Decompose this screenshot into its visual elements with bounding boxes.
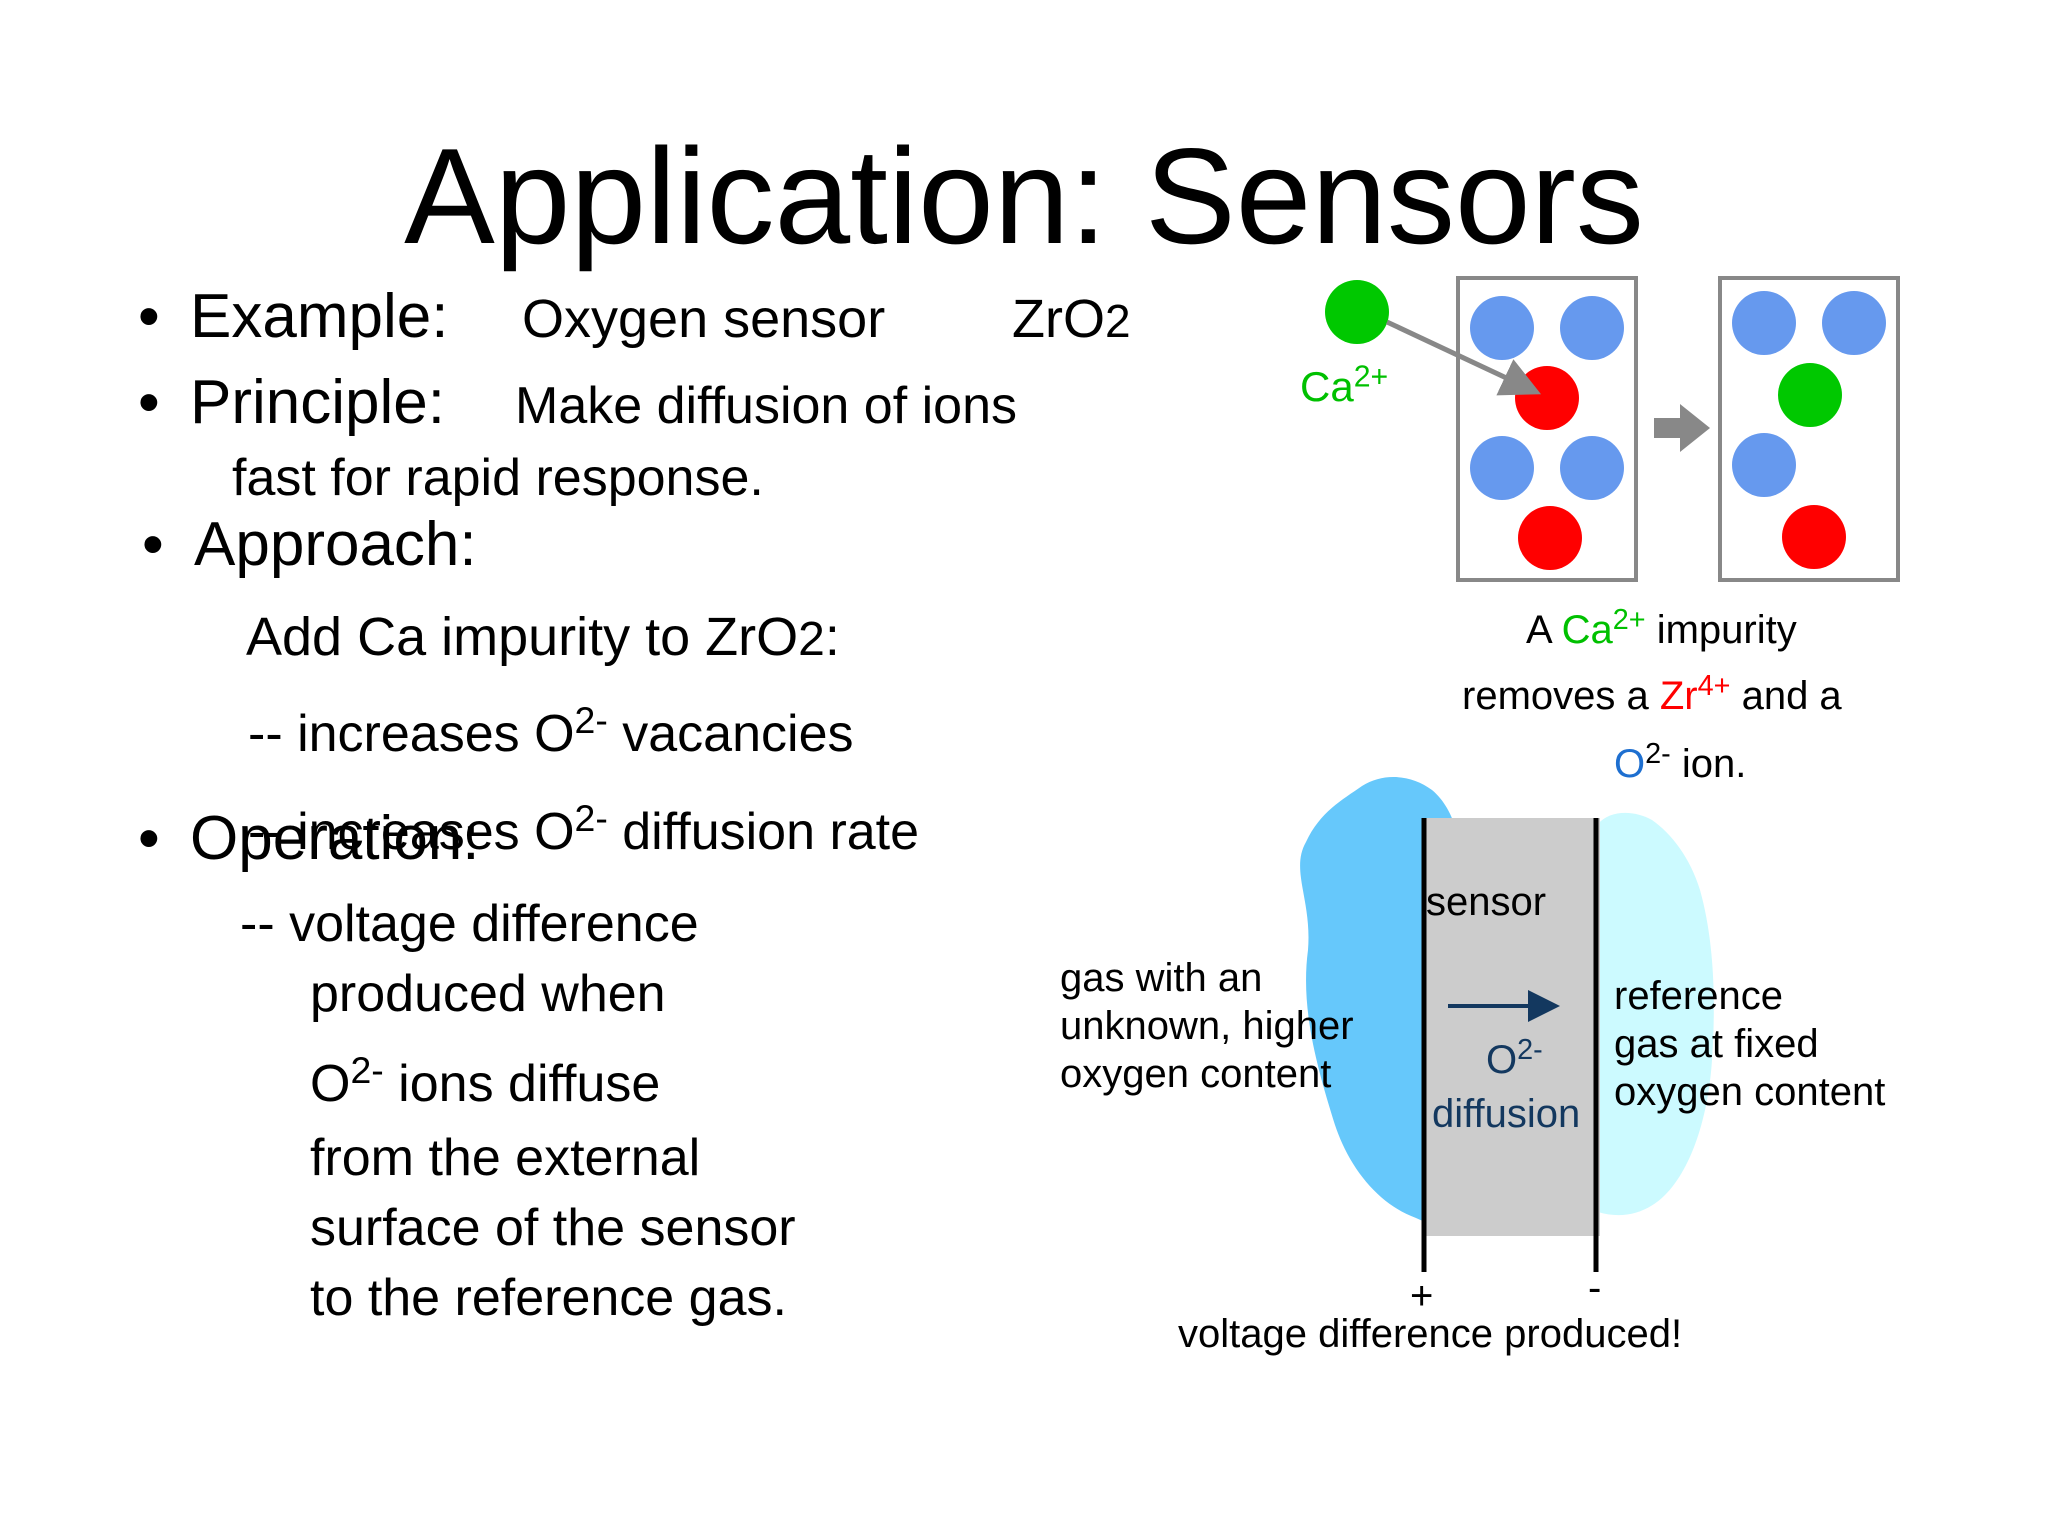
o-ion (1470, 296, 1534, 360)
plus-terminal: + (1410, 1274, 1434, 1318)
unknown-gas-blob (1300, 776, 1456, 1223)
bullet-approach: •Approach: (142, 514, 477, 576)
lattice-caption-line-1: A Ca2+ impurity (1526, 604, 1797, 652)
zr-ion (1782, 505, 1846, 569)
bullet-dot: • (142, 510, 164, 579)
bullet-operation: •Operation: (138, 808, 480, 870)
lattice-caption-line-3: O2- ion. (1614, 738, 1747, 786)
principle-label: Principle: (190, 368, 445, 437)
ca-ion-incoming (1325, 280, 1389, 344)
lattice-after (1718, 276, 1900, 582)
operation-label: Operation: (190, 804, 480, 873)
example-formula: ZrO2 (1012, 289, 1131, 349)
reference-gas-blob (1598, 812, 1714, 1216)
bullet-dot: • (138, 804, 160, 873)
principle-text: Make diffusion of ions (515, 377, 1017, 435)
lattice-caption-line-2: removes a Zr4+ and a (1462, 670, 1842, 718)
sensor-body (1424, 818, 1600, 1236)
principle-text-2: fast for rapid response. (232, 449, 764, 507)
example-text: Oxygen sensor (522, 289, 886, 349)
ca-ion-label: Ca2+ (1300, 360, 1389, 410)
operation-line-2: produced when (310, 965, 666, 1023)
o-ion (1470, 436, 1534, 500)
operation-line-1: -- voltage difference (240, 895, 699, 953)
ca-insertion-arrow (1385, 319, 1542, 396)
approach-line-3: -- increases O2- diffusion rate (248, 797, 920, 861)
approach-line-2: -- increases O2- vacancies (248, 699, 854, 763)
o-ion (1560, 296, 1624, 360)
zr-ion (1518, 506, 1582, 570)
approach-label: Approach: (194, 510, 477, 579)
operation-line-5: surface of the sensor (310, 1199, 796, 1257)
approach-line-1: Add Ca impurity to ZrO2: (246, 607, 840, 667)
slide-title: Application: Sensors (404, 120, 1644, 272)
sensor-label: sensor (1426, 880, 1547, 924)
minus-terminal: - (1588, 1266, 1602, 1310)
bullet-principle: •Principle: (138, 372, 445, 434)
reference-gas-label: reference gas at fixed oxygen content (1614, 974, 1886, 1114)
diffusion-ion-label: O2- (1486, 1034, 1543, 1082)
o-ion (1732, 291, 1796, 355)
diffusion-label: diffusion (1432, 1092, 1581, 1136)
o-ion (1822, 291, 1886, 355)
operation-line-4: from the external (310, 1129, 701, 1187)
bullet-example: •Example: (138, 286, 448, 348)
lattice-frame-after (1718, 276, 1900, 582)
transition-arrow (1654, 404, 1710, 452)
o-ion (1560, 436, 1624, 500)
o-ion (1732, 433, 1796, 497)
operation-line-6: to the reference gas. (310, 1269, 787, 1327)
lattice-frame-before (1456, 276, 1638, 582)
bullet-dot: • (138, 282, 160, 351)
operation-line-3: O2- ions diffuse (310, 1049, 661, 1113)
bullet-dot: • (138, 368, 160, 437)
zr-ion (1515, 366, 1579, 430)
example-label: Example: (190, 282, 449, 351)
ca-ion (1778, 363, 1842, 427)
unknown-gas-label: gas with an unknown, higher oxygen conte… (1060, 956, 1354, 1096)
lattice-before (1456, 276, 1638, 582)
voltage-label: voltage difference produced! (1178, 1312, 1683, 1356)
